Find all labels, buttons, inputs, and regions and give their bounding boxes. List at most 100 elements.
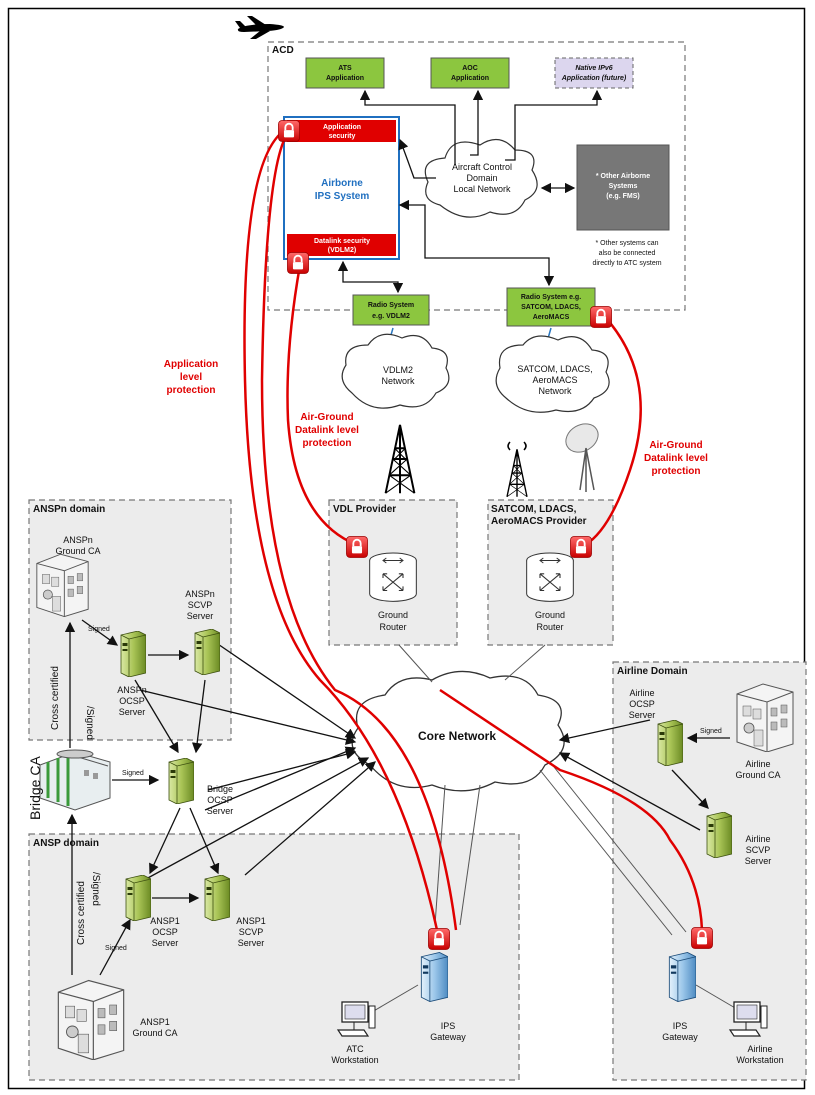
airline-ips-gateway-label-2: Gateway	[662, 1032, 698, 1042]
airground-right-label-1: Air-Ground	[649, 440, 702, 451]
airline-ips-gateway-server-icon	[668, 952, 696, 1002]
ansp1-ground-ca-label-1: ANSP1	[140, 1017, 170, 1027]
airline-ocsp-server-icon	[657, 720, 683, 766]
acd-connections	[337, 89, 603, 294]
satcom-provider-lock-icon	[570, 536, 592, 558]
anspn-signed-label: Signed	[88, 626, 110, 633]
airline-scvp-label-1: Airline	[745, 834, 770, 844]
airground-right-label-3: protection	[652, 466, 701, 477]
airline-workstation-label-1: Airline	[747, 1044, 772, 1054]
anspn-scvp-label-3: Server	[187, 611, 214, 621]
aoc-application-box: AOC Application	[430, 57, 510, 89]
local-network-label-3: Local Network	[453, 184, 511, 194]
bridge-ocsp-label-1: Bridge	[207, 784, 233, 794]
bridge-signed-label: Signed	[122, 770, 144, 777]
core-network-links	[134, 639, 701, 936]
satcom-network-label-2: AeroMACS	[532, 375, 577, 385]
application-protection-label-2: level	[180, 372, 202, 383]
airline-workstation-label-2: Workstation	[736, 1055, 783, 1065]
anspn-ocsp-label-2: OCSP	[119, 696, 145, 706]
ansp1-ocsp-label-1: ANSP1	[150, 916, 180, 926]
atc-workstation-label-1: ATC	[346, 1044, 364, 1054]
airground-right-path	[584, 317, 642, 547]
ansp-domain-title: ANSP domain	[33, 838, 99, 849]
anspn-domain-title: ANSPn domain	[33, 504, 105, 515]
ats-label-2: Application	[326, 75, 364, 82]
native-ipv6-application-box: Native IPv6 Application (future)	[554, 57, 634, 89]
anspn-ground-ca-label-2: Ground CA	[55, 546, 100, 556]
application-protection-path-a	[243, 128, 439, 931]
anspn-ground-ca-building-icon	[36, 553, 89, 617]
atc-workstation-label-2: Workstation	[331, 1055, 378, 1065]
airground-left-label-2: Datalink level	[295, 425, 359, 436]
other-airborne-systems-box: * Other Airborne Systems (e.g. FMS)	[576, 144, 670, 231]
ansp1-ocsp-label-3: Server	[152, 938, 179, 948]
ats-application-box: ATS Application	[305, 57, 385, 89]
radio-satcom-label-2: SATCOM, LDACS,	[521, 304, 581, 311]
native-label-2: Application (future)	[561, 75, 627, 82]
airline-ocsp-label-1: Airline	[629, 688, 654, 698]
datalink-lock-icon	[287, 252, 309, 274]
ansp1-scvp-label-2: SCVP	[239, 927, 264, 937]
radio-system-satcom-box: Radio System e.g. SATCOM, LDACS, AeroMAC…	[506, 287, 596, 327]
ansp-ips-gateway-server-icon	[420, 952, 448, 1002]
ansp1-ocsp-server-icon	[125, 875, 151, 921]
anspn-scvp-server-icon	[194, 629, 220, 675]
anspn-cross-label-2: /Signed	[84, 706, 95, 740]
airline-scvp-server-icon	[706, 812, 732, 858]
vdl-router-label-1: Ground	[378, 610, 408, 620]
radio-satcom-label-3: AeroMACS	[533, 314, 570, 321]
anspn-scvp-label-2: SCVP	[188, 600, 213, 610]
ansp-gateway-lock-icon	[428, 928, 450, 950]
airline-ocsp-label-2: OCSP	[629, 699, 655, 709]
airline-ips-gateway-label-1: IPS	[673, 1021, 688, 1031]
anspn-cross-label-1: Cross certified	[50, 666, 61, 730]
app-security-lock-icon	[278, 120, 300, 142]
bridge-ca-building-icon	[39, 749, 111, 811]
bridge-ocsp-label-2: OCSP	[207, 795, 233, 805]
satcom-network-label-3: Network	[538, 386, 572, 396]
other-systems-label-2: Systems	[609, 183, 638, 190]
core-network-cloud-icon	[351, 670, 565, 792]
vdlm2-network-label-1: VDLM2	[383, 365, 413, 375]
other-systems-label-3: (e.g. FMS)	[606, 193, 639, 200]
satcom-provider-title-2: AeroMACS Provider	[491, 516, 587, 527]
anspn-ocsp-server-icon	[120, 631, 146, 677]
airline-domain-title: Airline Domain	[617, 666, 688, 677]
satcom-router-label-1: Ground	[535, 610, 565, 620]
airground-right-label-2: Datalink level	[644, 453, 708, 464]
airground-left-path	[286, 264, 358, 547]
vdl-provider-title: VDL Provider	[333, 504, 396, 515]
bridge-ocsp-server-icon	[168, 758, 194, 804]
ansp1-scvp-label-3: Server	[238, 938, 265, 948]
ansp1-ground-ca-label-2: Ground CA	[132, 1028, 177, 1038]
ansp1-scvp-label-1: ANSP1	[236, 916, 266, 926]
app-security-label-2: security	[329, 133, 356, 140]
airground-left-label-1: Air-Ground	[300, 412, 353, 423]
satcom-provider-title-1: SATCOM, LDACS,	[491, 504, 577, 515]
aoc-label-1: AOC	[462, 65, 478, 72]
application-protection-label-3: protection	[167, 385, 216, 396]
local-network-label-2: Domain	[466, 173, 497, 183]
native-label-1: Native IPv6	[575, 65, 612, 72]
vdlm2-network-label-2: Network	[381, 376, 415, 386]
protection-paths	[243, 128, 704, 931]
airborne-label-1: Airborne	[321, 178, 363, 189]
anspn-domain: ANSPn domain	[28, 499, 232, 741]
other-note-1: * Other systems can	[595, 240, 658, 247]
satellite-dish-icon	[565, 423, 599, 492]
satcom-network-label-1: SATCOM, LDACS,	[517, 364, 592, 374]
ansp-cross-label-2: /Signed	[90, 872, 101, 906]
vdlm2-network-cloud-icon	[341, 333, 450, 409]
airplane-icon	[235, 16, 284, 39]
datalink-security-label-2: (VDLM2)	[328, 247, 356, 254]
ansp1-ground-ca-building-icon	[57, 979, 125, 1060]
vdl-router-label-2: Router	[379, 622, 406, 632]
satcom-radio-lock-icon	[590, 306, 612, 328]
other-note-3: directly to ATC system	[592, 260, 661, 267]
airborne-label-2: IPS System	[315, 191, 370, 202]
satcom-router-label-2: Router	[536, 622, 563, 632]
vdl-router-icon	[369, 552, 417, 602]
